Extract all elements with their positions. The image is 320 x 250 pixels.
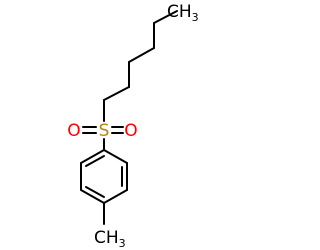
hexyl-chain	[103, 10, 178, 122]
bond-c1-c2	[153, 10, 178, 24]
methyl-bottom-base: CH	[94, 228, 119, 248]
ring-bond-bottom-left	[80, 189, 105, 204]
oxygen-right-atom-label: O	[124, 121, 137, 141]
methyl-top-base: CH	[167, 2, 192, 22]
ring-bond-top-left	[80, 149, 105, 164]
bond-c5-c6	[103, 86, 130, 101]
methyl-top-label: CH3	[167, 2, 199, 24]
benzene-ring	[80, 149, 128, 204]
sulfur-atom-label: S	[99, 121, 110, 141]
oxygen-left-atom-label: O	[67, 121, 80, 141]
molecule-structure-diagram: S O O CH3 CH3	[67, 2, 199, 250]
ring-inner-double-bottom-left	[85, 186, 105, 198]
sulfonyl-group: S O O	[67, 121, 138, 151]
methyl-top-subscript: 3	[192, 11, 199, 24]
methyl-bottom-label: CH3	[94, 228, 126, 250]
ring-bond-top-right	[103, 149, 128, 164]
ring-bond-bottom-right	[103, 189, 128, 204]
methyl-bottom-subscript: 3	[119, 237, 126, 250]
ring-inner-double-top-left	[85, 155, 105, 167]
bond-c3-c4	[128, 47, 155, 63]
